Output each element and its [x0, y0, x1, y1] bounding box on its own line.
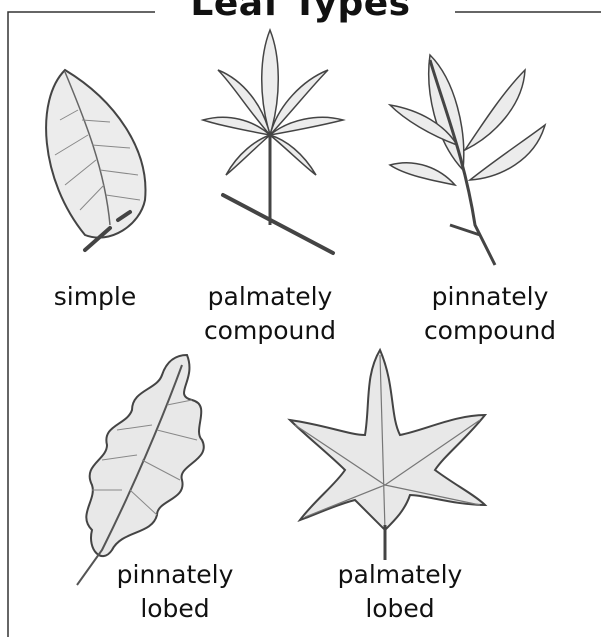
leaf-label-pinnately-compound: pinnately compound [400, 280, 580, 348]
pinnately-compound-leaf-icon [385, 50, 555, 270]
leaf-label-palmately-compound: palmately compound [185, 280, 355, 348]
leaf-label-line: palmately [325, 558, 475, 592]
leaf-label-line: lobed [325, 592, 475, 626]
pinnately-lobed-leaf-icon [62, 350, 222, 590]
leaf-label-line: simple [30, 280, 160, 314]
leaf-label-pinnately-lobed: pinnately lobed [100, 558, 250, 626]
leaf-label-line: lobed [100, 592, 250, 626]
leaf-label-line: palmately [185, 280, 355, 314]
leaf-label-line: compound [185, 314, 355, 348]
leaf-label-palmately-lobed: palmately lobed [325, 558, 475, 626]
leaf-label-line: compound [400, 314, 580, 348]
page-title: Leaf Types [150, 0, 451, 26]
leaf-label-line: pinnately [400, 280, 580, 314]
simple-leaf-icon [30, 60, 160, 260]
palmately-lobed-leaf-icon [285, 345, 505, 565]
leaf-label-line: pinnately [100, 558, 250, 592]
leaf-label-simple: simple [30, 280, 160, 314]
palmately-compound-leaf-icon [198, 25, 348, 265]
